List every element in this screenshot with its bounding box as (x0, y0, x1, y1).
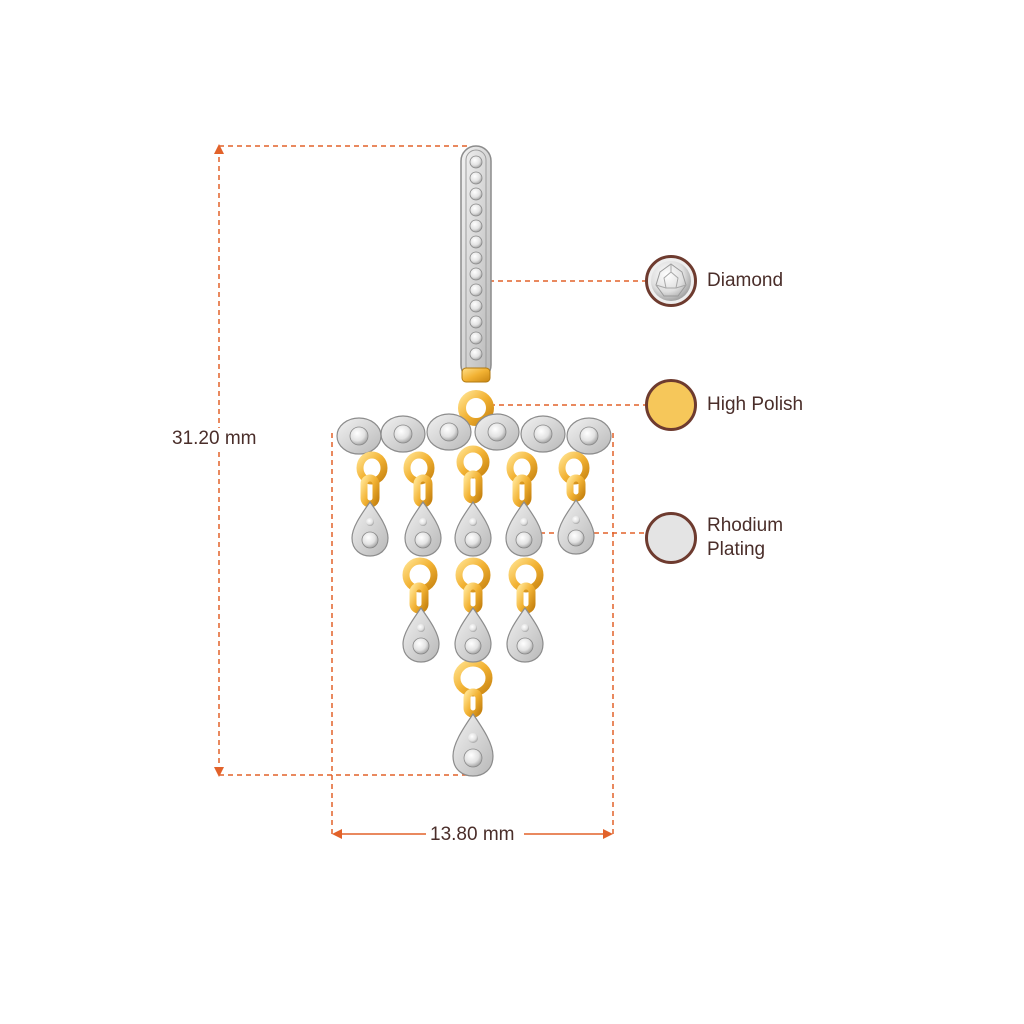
legend-item-diamond: Diamond (645, 255, 783, 307)
rhodium-plating-swatch-icon (645, 512, 697, 564)
legend-label-rhodium-plating: Rhodium Plating (707, 515, 784, 560)
teardrop-drops (351, 498, 595, 777)
legend-item-high-polish: High Polish (645, 379, 803, 431)
height-dimension-line (214, 144, 470, 777)
legend-label-diamond: Diamond (707, 270, 784, 291)
bail-ring (458, 390, 494, 426)
legend-leader-lines (480, 280, 645, 534)
width-dimension-line (331, 433, 614, 839)
top-bar (336, 413, 612, 455)
height-dimension-label: 31.20 mm (170, 428, 259, 450)
hoop (460, 145, 492, 383)
legend-item-rhodium-plating: Rhodium Plating (645, 512, 783, 564)
high-polish-swatch-icon (645, 379, 697, 431)
diamond-icon (645, 255, 697, 307)
width-dimension-label: 13.80 mm (428, 824, 517, 846)
legend-label-high-polish: High Polish (707, 394, 804, 415)
gold-links (356, 445, 590, 718)
